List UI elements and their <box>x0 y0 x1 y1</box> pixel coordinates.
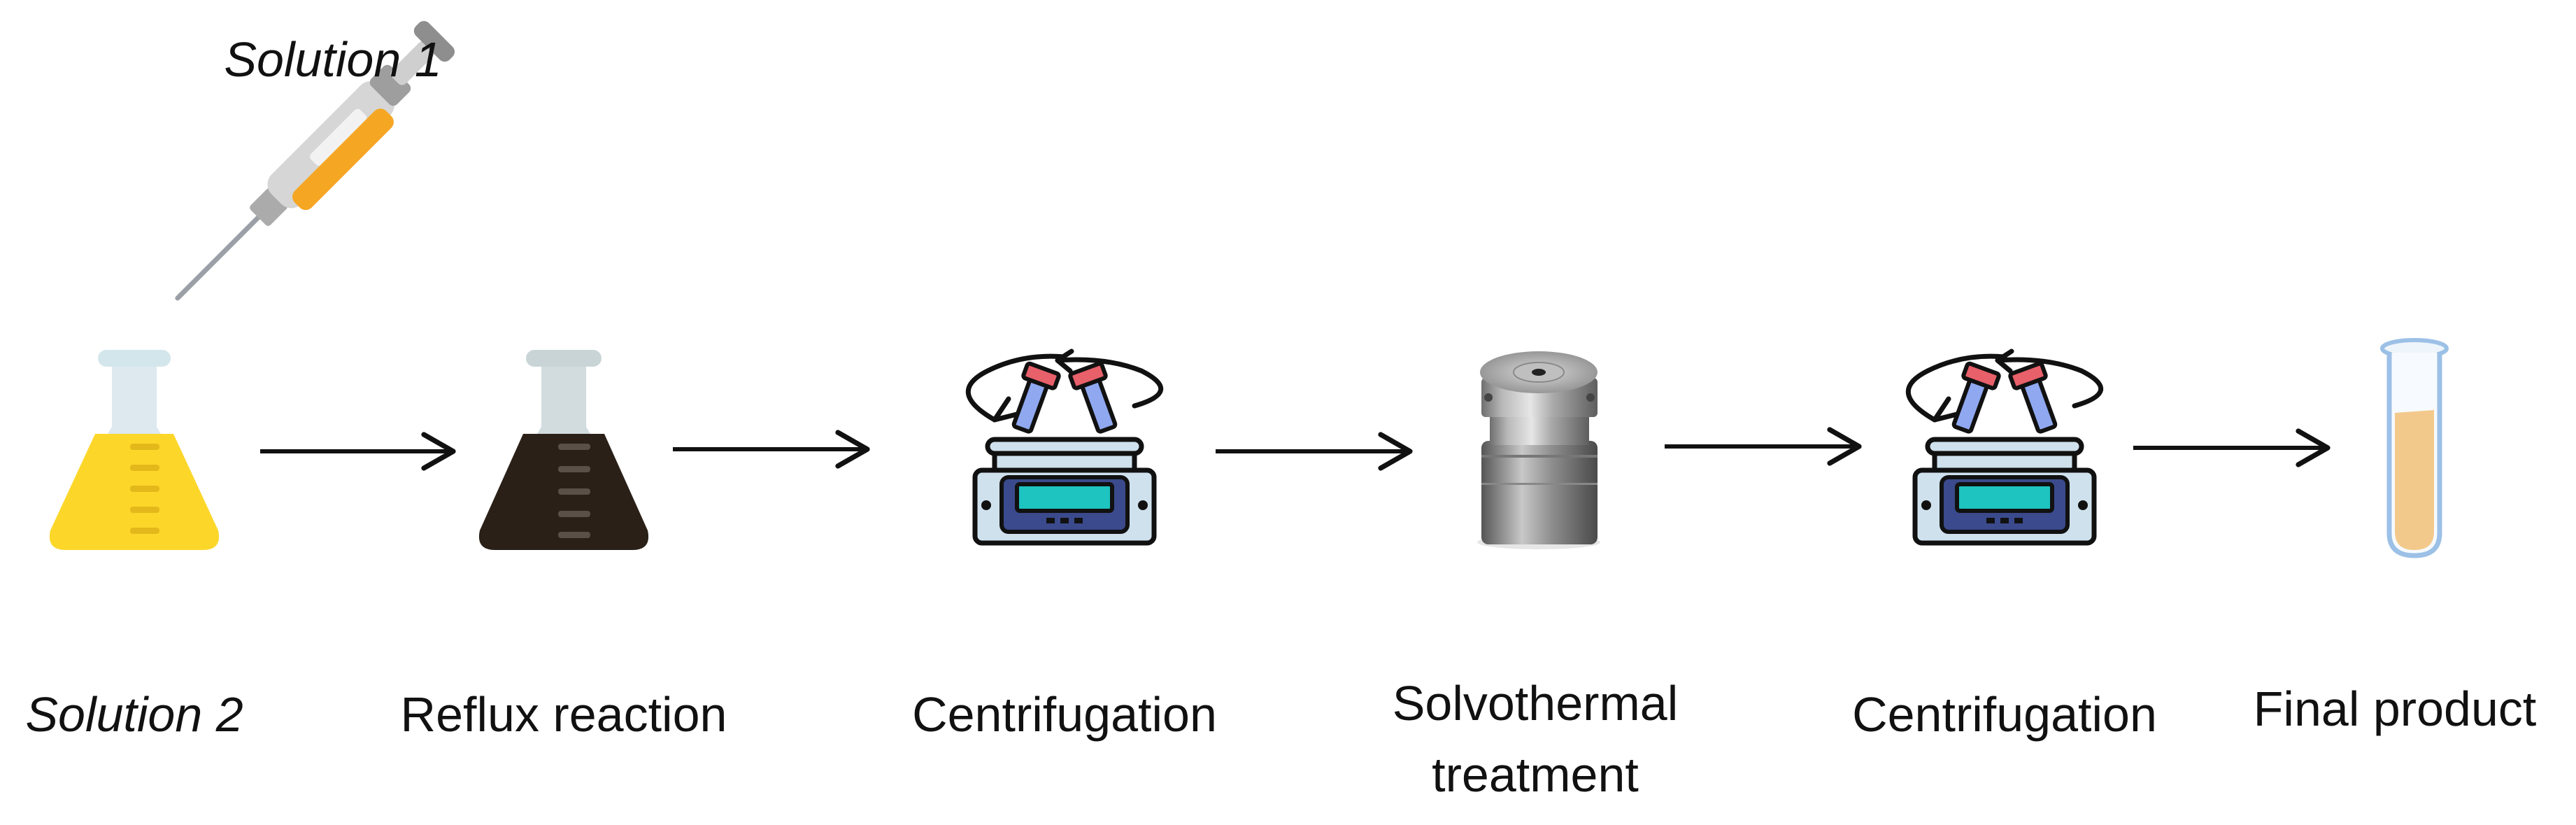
label-centrifugation-2: Centrifugation <box>1852 687 2157 742</box>
test-tube-icon <box>2380 338 2449 558</box>
label-solution-1: Solution 1 <box>224 32 442 87</box>
label-reflux-reaction: Reflux reaction <box>400 687 727 742</box>
autoclave-icon <box>1477 351 1600 549</box>
centrifuge-icon-1 <box>966 348 1164 546</box>
pipette-icon <box>175 20 455 301</box>
centrifuge-icon-2 <box>1906 348 2104 546</box>
label-centrifugation-1: Centrifugation <box>912 687 1217 742</box>
label-solvothermal-treatment: Solvothermal treatment <box>1392 676 1679 802</box>
erlenmeyer-flask-icon-yellow <box>49 350 220 550</box>
label-solution-2: Solution 2 <box>25 687 243 742</box>
label-final-product: Final product <box>2253 682 2537 736</box>
erlenmeyer-flask-icon-dark <box>478 350 649 550</box>
